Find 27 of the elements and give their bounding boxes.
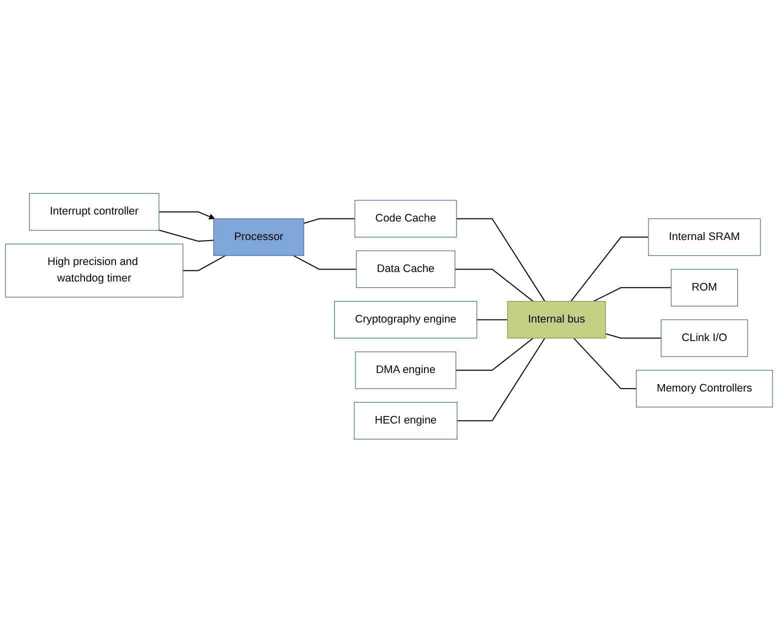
connector [454,268,534,302]
connector [158,229,214,242]
node-box: ROM [670,268,738,306]
connector [304,218,355,224]
connector [593,286,672,302]
connector [476,318,508,320]
node-box: Cryptography engine [334,300,478,338]
node-box: Internal bus [507,300,606,338]
node-box: Data Cache [356,250,456,288]
node-box: HECI engine [354,402,458,440]
connector [570,236,648,302]
node-box: High precision and watchdog timer [5,243,184,298]
connector [456,218,546,302]
connector [456,337,534,370]
connector [293,254,356,270]
node-box: Memory Controllers [636,370,773,408]
node-box: Processor [213,218,304,256]
node-box: Internal SRAM [648,218,761,256]
node-box: CLink I/O [660,319,748,357]
connector [182,254,226,271]
node-box: DMA engine [355,351,456,389]
connector [605,332,662,338]
connector [457,338,546,421]
arrow [159,211,215,220]
node-box: Code Cache [354,200,457,238]
connector [573,337,636,389]
node-box: Interrupt controller [29,192,160,230]
